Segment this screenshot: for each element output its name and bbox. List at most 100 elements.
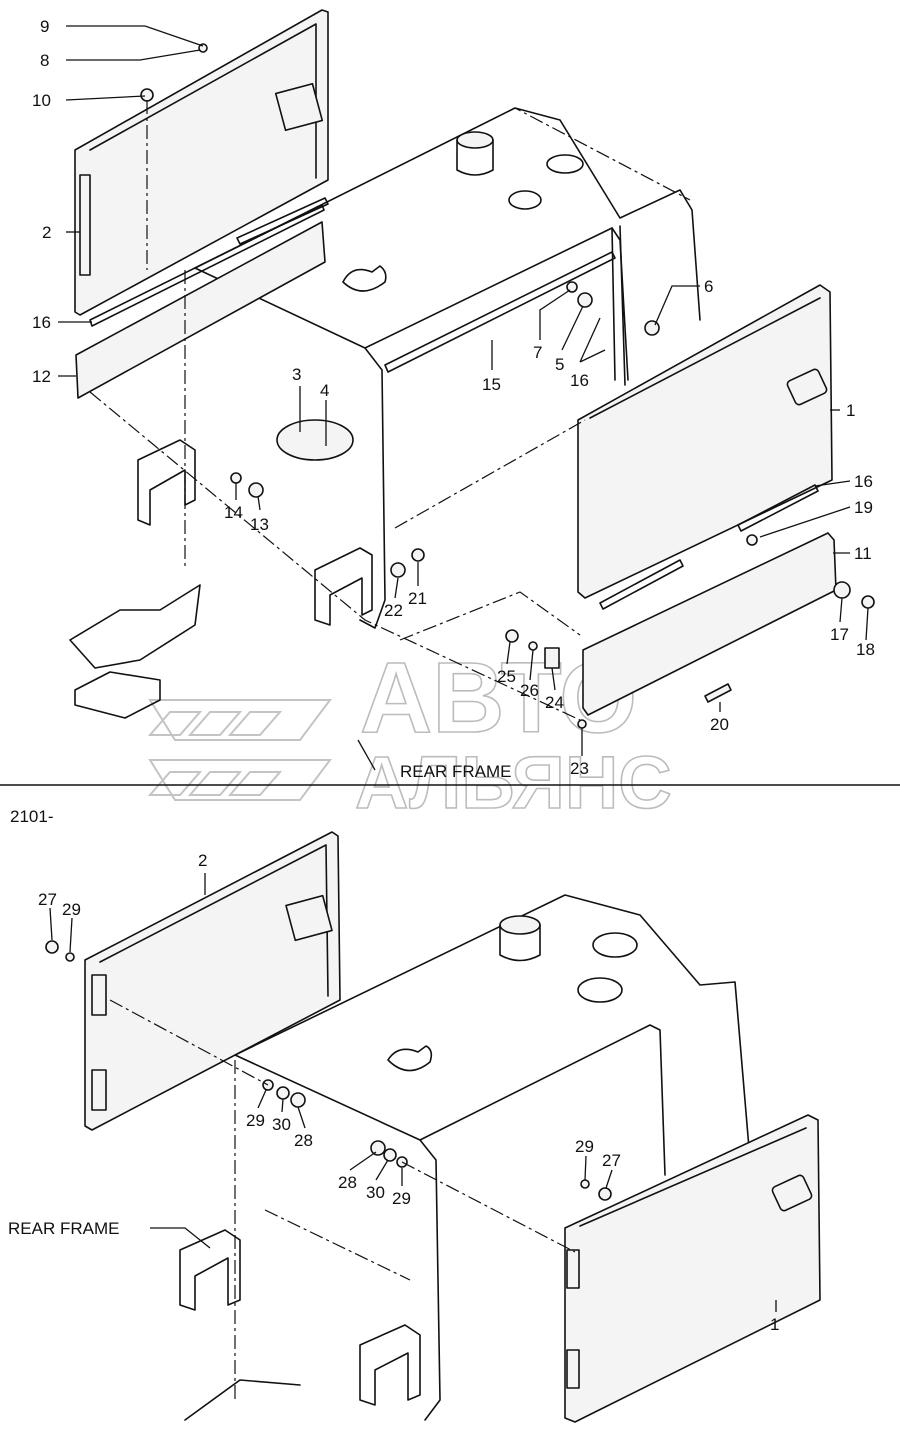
callout-25: 25	[497, 667, 516, 686]
leader-lines	[49, 25, 869, 1312]
callout-30-a: 30	[272, 1115, 291, 1134]
door2-b-panel	[84, 831, 341, 1131]
callout-labels: 9 8 10 2 16 12 3 4 14 13 15 7 5 16 6 1 1…	[8, 17, 875, 1334]
callout-29-b: 29	[392, 1189, 411, 1208]
callout-12: 12	[32, 367, 51, 386]
bolt-9	[198, 43, 208, 53]
callout-28-a: 28	[294, 1131, 313, 1150]
bolt-6	[644, 320, 660, 336]
bolt-25	[505, 629, 519, 643]
callout-1-bottom: 1	[770, 1315, 779, 1334]
bolt-18	[861, 595, 875, 609]
callout-16-mid: 16	[570, 371, 589, 390]
clip-7	[566, 281, 578, 293]
callout-13: 13	[250, 515, 269, 534]
rear-frame-base-left	[69, 584, 201, 669]
door1-b-latch	[771, 1174, 813, 1212]
bolt-20	[704, 683, 732, 703]
callout-18: 18	[856, 640, 875, 659]
assembly2-line-4	[264, 1209, 411, 1281]
rear-frame-bracket-left	[137, 439, 196, 526]
rail-16-right	[737, 484, 819, 532]
hood-front-face	[194, 267, 386, 629]
door1-b-inner	[579, 1127, 807, 1227]
spacer-30-a	[276, 1086, 290, 1100]
section-label: 2101-	[10, 807, 53, 826]
hood2-hole-2	[577, 977, 623, 1003]
rear-frame2-mid	[359, 1324, 421, 1406]
door-2-handle	[274, 82, 324, 132]
callout-23: 23	[570, 759, 589, 778]
callout-29-a: 29	[246, 1111, 265, 1130]
callout-20: 20	[710, 715, 729, 734]
door2-b-inner	[99, 844, 329, 997]
bushing-28-b	[370, 1140, 386, 1156]
bottom-assembly	[45, 831, 821, 1423]
nut-19	[746, 534, 758, 546]
grommet-3-4	[276, 419, 354, 461]
bolt-21	[411, 548, 425, 562]
callout-3: 3	[292, 365, 301, 384]
callout-17: 17	[830, 625, 849, 644]
bolt-13	[248, 482, 264, 498]
nut-22	[390, 562, 406, 578]
callout-21: 21	[408, 589, 427, 608]
rear-frame-label-bottom: REAR FRAME	[8, 1219, 119, 1238]
door2-b-hinge-bottom	[91, 1069, 107, 1111]
hood-rail-15	[384, 251, 616, 373]
callout-30-b: 30	[366, 1183, 385, 1202]
door-1-panel	[577, 284, 833, 599]
door1-b-hinge-bottom	[566, 1349, 580, 1389]
assembly-line-1	[89, 391, 581, 721]
door1-b-hinge-top	[566, 1249, 580, 1289]
door-1-latch	[786, 368, 828, 406]
assembly-line-4	[399, 591, 581, 641]
watermark-line2: АЛЬЯНС	[355, 741, 672, 824]
hood2-hole-1	[592, 932, 638, 958]
rail-lower-right	[599, 559, 684, 610]
rear-frame-foot	[74, 671, 161, 719]
hood-hole-1	[546, 154, 584, 174]
callout-22: 22	[384, 601, 403, 620]
callout-28-b: 28	[338, 1173, 357, 1192]
callout-8: 8	[40, 51, 49, 70]
rear-frame-bracket-mid	[314, 547, 373, 626]
watermark-logo	[147, 699, 332, 801]
callout-4: 4	[320, 381, 329, 400]
washer-29-right	[580, 1179, 590, 1189]
callout-2: 2	[42, 223, 51, 242]
pad-5	[577, 292, 593, 308]
callout-26: 26	[520, 681, 539, 700]
bracket-24	[544, 647, 560, 669]
door-1-inner	[589, 297, 821, 419]
hood-top-edge	[364, 227, 629, 381]
rear-frame-label-top: REAR FRAME	[400, 762, 511, 781]
hood2-top-edge	[419, 1024, 666, 1176]
door2-b-handle	[285, 894, 333, 942]
hood-hole-2	[508, 190, 542, 210]
washer-23	[577, 719, 587, 729]
callout-9: 9	[40, 17, 49, 36]
callout-24: 24	[545, 693, 564, 712]
bolt-27-right	[598, 1187, 612, 1201]
washer-26	[528, 641, 538, 651]
filler-cap-top	[456, 131, 494, 149]
callout-5: 5	[555, 355, 564, 374]
bushing-17	[833, 581, 851, 599]
filler-cap2-side	[499, 924, 541, 962]
callout-10: 10	[32, 91, 51, 110]
hood-rail-upper	[236, 197, 329, 245]
callout-19: 19	[854, 498, 873, 517]
top-assembly	[69, 9, 875, 729]
rear-frame2-bracket	[179, 1229, 241, 1311]
door-2-hinge-strip	[79, 174, 91, 276]
callout-14: 14	[224, 503, 243, 522]
rear-frame2-base	[184, 1379, 301, 1421]
assembly-line-3	[394, 419, 586, 529]
callout-7: 7	[533, 343, 542, 362]
callout-16-left: 16	[32, 313, 51, 332]
door2-b-hinge-top	[91, 974, 107, 1016]
bolt-27-left	[45, 940, 59, 954]
callout-16-right: 16	[854, 472, 873, 491]
callout-29-left: 29	[62, 900, 81, 919]
